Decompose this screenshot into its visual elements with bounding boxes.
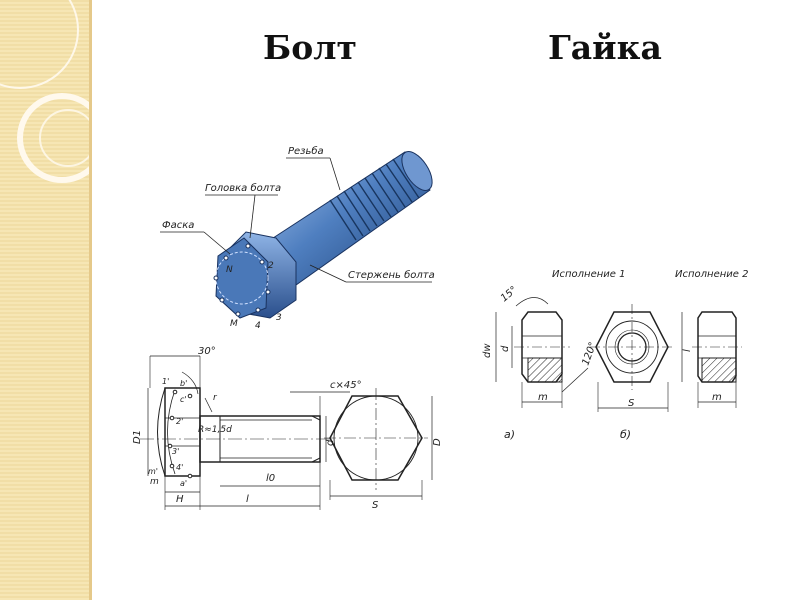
decorative-side-panel [0,0,107,600]
angle-15-label: 15° [499,284,520,304]
big-d-label: D [432,438,443,446]
bolt-thread [329,158,420,241]
point-3: 3 [276,313,282,323]
chamfer-dim-label: c×45° [330,380,362,391]
bolt-end-view [324,388,433,500]
nut-side-view-2 [692,311,742,408]
bolt-title: Болт [263,28,357,67]
l-label: l [246,494,249,505]
head-label: Головка болта [205,182,281,194]
bolt-isometric: Резьба Головка болта Фаска Стержень болт… [160,145,435,331]
variant-1-label: Исполнение 1 [552,269,625,280]
nut-front-view [590,304,683,412]
point-4: 4 [255,321,261,331]
point-2: 2 [268,261,274,271]
angle-30-label: 30° [198,346,216,357]
m-label: m [150,477,159,487]
pt-a: a' [180,479,187,488]
nut-title: Гайка [548,28,662,67]
thread-label: Резьба [288,145,324,157]
nut-l-label: l [682,349,693,352]
point-n: N [226,265,233,275]
bolt-orthographic [140,355,350,510]
variant-2-label: Исполнение 2 [675,269,748,280]
radius-label: R≈1,5d [198,425,232,435]
dw-label: dw [482,343,493,358]
pt-b: b' [180,379,187,388]
d-label: d [325,439,336,446]
r-label: r [213,393,218,403]
pt-4: 4' [176,463,183,472]
chamfer-label: Фаска [162,220,194,231]
pt-1: 1' [162,377,169,386]
s-label: S [372,500,379,511]
variant-a-label: а) [504,428,515,441]
nut-side-view-1 [495,297,589,408]
shank-label: Стержень болта [348,269,435,281]
h-label: H [176,494,184,505]
nut-d-label: d [500,345,511,352]
pt-3: 3' [172,447,179,456]
d1-label: D1 [132,430,143,444]
angle-120-label: 120° [580,341,599,367]
l0-label: l0 [266,473,275,484]
pt-c: c' [180,395,187,404]
pt-2: 2' [176,417,183,426]
bolt-drawing-labels: 30° c×45° R≈1,5d r D1 d D H l0 l S m 1' … [132,346,443,511]
variant-b-label: б) [620,428,631,441]
nut-drawing-labels: 15° 120° dw d l m m S а) б) [482,284,722,441]
nut-m-label-1: m [538,392,548,403]
point-m: M [230,319,238,329]
nut-s-label: S [628,398,635,409]
pt-m: m' [148,467,158,476]
bolt-end [401,151,433,191]
nut-m-label-2: m [712,392,722,403]
bolt-head-face [215,237,269,319]
